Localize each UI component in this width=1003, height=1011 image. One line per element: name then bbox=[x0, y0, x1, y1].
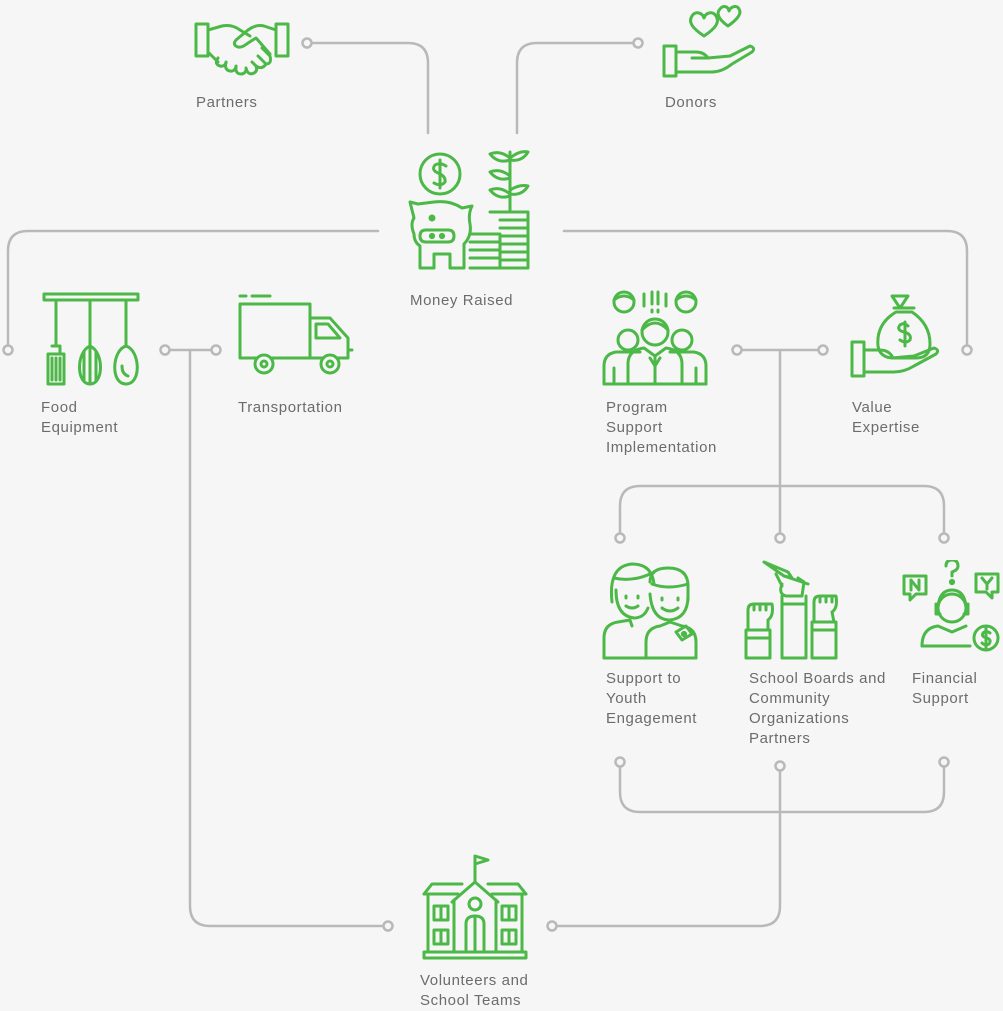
label-line: Engagement bbox=[606, 710, 698, 727]
label-partners: Partners bbox=[196, 93, 258, 113]
connector-dot bbox=[614, 532, 626, 544]
connector-dot bbox=[614, 756, 626, 768]
label-value-expertise: Value Expertise bbox=[852, 398, 920, 438]
label-food-equipment: Food Equipment bbox=[41, 398, 118, 438]
label-line: Equipment bbox=[41, 419, 119, 436]
connector-dot bbox=[938, 756, 950, 768]
label-youth-engagement: Support to Youth Engagement bbox=[606, 669, 697, 729]
team-group-icon bbox=[602, 290, 708, 386]
label-line: Support bbox=[606, 419, 663, 436]
label-line: Donors bbox=[665, 94, 717, 111]
label-school-boards: School Boards and Community Organization… bbox=[749, 669, 886, 749]
label-line: Value bbox=[852, 399, 893, 416]
connector-dot bbox=[546, 920, 558, 932]
connector-dot bbox=[210, 344, 222, 356]
label-line: School Boards and bbox=[749, 670, 886, 687]
connector-boards-volunteers bbox=[550, 764, 782, 928]
connector-dot bbox=[938, 532, 950, 544]
connector-money-food bbox=[6, 229, 380, 352]
label-line: Partners bbox=[196, 94, 258, 111]
label-financial-support: Financial Support bbox=[912, 669, 977, 709]
connector-dot bbox=[2, 344, 14, 356]
label-line: Community bbox=[749, 690, 831, 707]
label-line: Expertise bbox=[852, 419, 920, 436]
connector-dot bbox=[301, 37, 313, 49]
label-line: Support bbox=[912, 690, 969, 707]
label-transportation: Transportation bbox=[238, 398, 343, 418]
money-bag-hand-icon bbox=[850, 294, 940, 378]
connector-dot bbox=[632, 37, 644, 49]
label-line: Volunteers and bbox=[420, 972, 529, 989]
decision-person-icon bbox=[902, 560, 1000, 652]
label-donors: Donors bbox=[665, 93, 717, 113]
truck-icon bbox=[238, 294, 354, 375]
label-line: Youth bbox=[606, 690, 647, 707]
hand-hearts-icon bbox=[662, 5, 756, 78]
connector-bottom-bracket bbox=[618, 760, 946, 814]
label-volunteers: Volunteers and School Teams bbox=[420, 971, 528, 1011]
label-money-raised: Money Raised bbox=[410, 291, 513, 311]
label-line: Food bbox=[41, 399, 78, 416]
connector-partners-money bbox=[305, 41, 430, 135]
label-line: Implementation bbox=[606, 439, 717, 456]
school-building-icon bbox=[422, 854, 528, 960]
connector-dot bbox=[817, 344, 829, 356]
kitchen-utensils-icon bbox=[42, 292, 140, 386]
label-line: Partners bbox=[749, 730, 811, 747]
connector-dot bbox=[774, 532, 786, 544]
label-line: Transportation bbox=[238, 399, 343, 416]
label-line: Organizations bbox=[749, 710, 850, 727]
connector-dot bbox=[961, 344, 973, 356]
raised-fists-icon bbox=[744, 560, 838, 660]
label-line: Program bbox=[606, 399, 668, 416]
connector-dot bbox=[159, 344, 171, 356]
handshake-icon bbox=[194, 22, 290, 76]
connector-dot bbox=[731, 344, 743, 356]
piggy-bank-plant-icon bbox=[408, 150, 530, 270]
label-line: Money Raised bbox=[410, 292, 514, 309]
connector-dot bbox=[382, 920, 394, 932]
two-people-icon bbox=[602, 562, 698, 660]
connector-donors-money bbox=[515, 41, 640, 135]
label-line: Support to bbox=[606, 670, 682, 687]
connector-top-bracket bbox=[618, 484, 946, 540]
label-line: School Teams bbox=[420, 992, 522, 1009]
label-line: Financial bbox=[912, 670, 978, 687]
connector-dot bbox=[774, 760, 786, 772]
connector-money-value bbox=[562, 229, 969, 352]
label-program-support: Program Support Implementation bbox=[606, 398, 717, 458]
connector-transport-volunteers bbox=[188, 348, 390, 928]
